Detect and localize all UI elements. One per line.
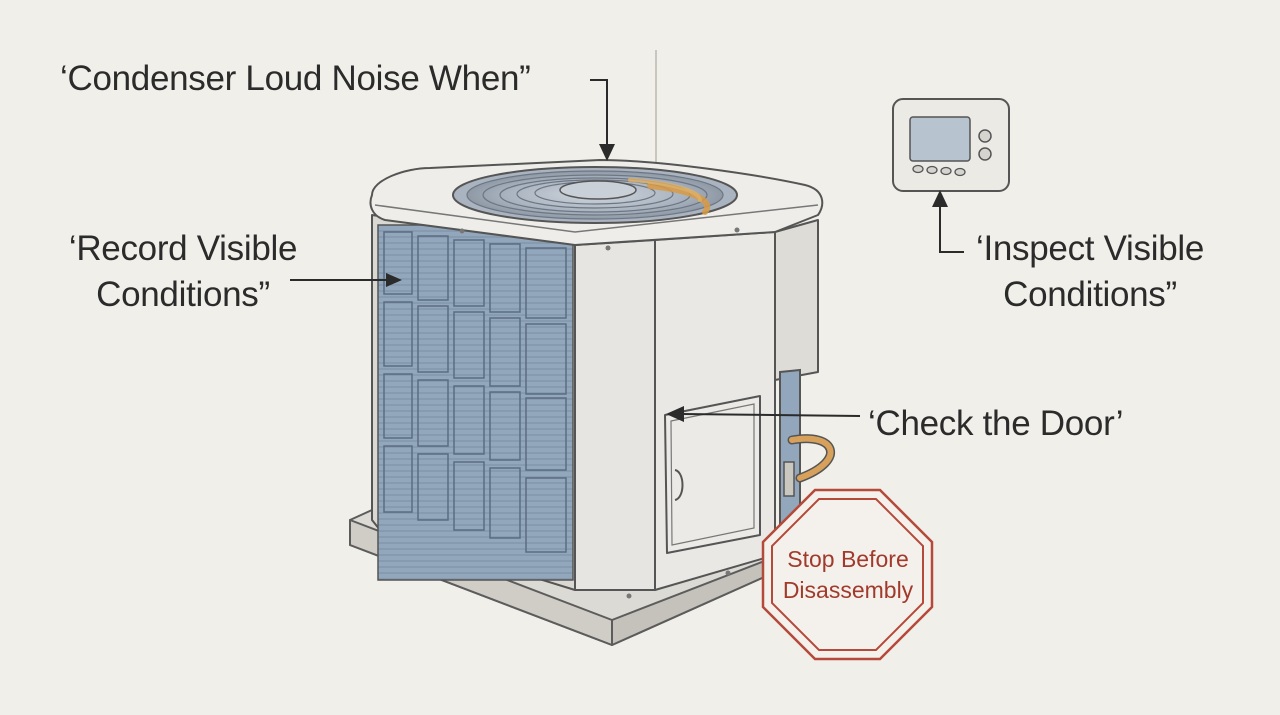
arrow-condenser — [590, 79, 608, 148]
condenser-unit — [369, 159, 835, 599]
screws — [459, 227, 740, 599]
label-check-door: ‘Check the Door’ — [868, 404, 1124, 443]
arrow-door — [681, 413, 861, 417]
arrow-inspect — [939, 204, 964, 253]
access-door — [664, 395, 761, 554]
label-inspect-conditions: ‘Inspect Visible Conditions” — [975, 229, 1204, 314]
label-condenser-noise: ‘Condenser Loud Noise When” — [60, 59, 531, 98]
callout-arrows — [290, 79, 964, 422]
stop-sign — [761, 488, 934, 661]
stop-sign-text: Stop Before Disassembly — [782, 546, 914, 603]
coil-panels — [383, 231, 567, 553]
label-record-conditions: ‘Record Visible Conditions” — [68, 229, 298, 314]
coil-grille — [377, 224, 574, 581]
thermostat — [892, 98, 1010, 192]
thermostat-display — [909, 116, 971, 162]
fan-grille — [452, 166, 738, 224]
